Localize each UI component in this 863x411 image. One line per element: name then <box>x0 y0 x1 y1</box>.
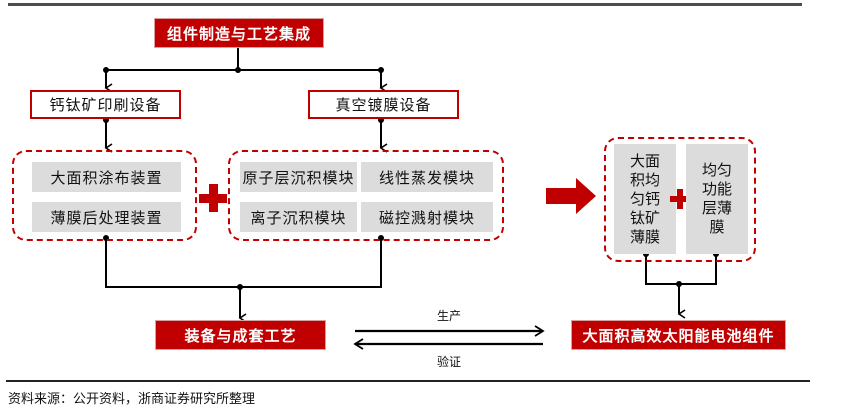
perovskite-film-box: 大面积均匀钙钛矿薄膜 <box>614 144 676 254</box>
module-item: 线性蒸发模块 <box>361 162 493 192</box>
equipment-process-box: 装备与成套工艺 <box>155 320 326 350</box>
bottom-rule <box>6 380 810 382</box>
merge-line <box>105 238 382 288</box>
printing-equipment-box: 钙钛矿印刷设备 <box>30 90 181 119</box>
module-label: 磁控溅射模块 <box>378 208 475 227</box>
module-item: 离子沉积模块 <box>240 202 357 232</box>
module-item: 大面积涂布装置 <box>32 162 181 192</box>
module-label: 大面积涂布装置 <box>50 168 163 187</box>
module-item: 磁控溅射模块 <box>361 202 493 232</box>
plus-icon <box>199 184 227 212</box>
top-rule <box>8 3 802 6</box>
vacuum-equipment-box: 真空镀膜设备 <box>308 90 459 119</box>
title-text: 组件制造与工艺集成 <box>166 24 311 43</box>
solar-module-label: 大面积高效太阳能电池组件 <box>582 326 775 345</box>
printing-group <box>12 150 197 241</box>
right-arrow-icon <box>546 178 596 214</box>
perovskite-film-label: 大面积均匀钙钛矿薄膜 <box>629 151 660 246</box>
solar-module-box: 大面积高效太阳能电池组件 <box>571 320 786 350</box>
junction-dot <box>235 67 241 73</box>
title-box: 组件制造与工艺集成 <box>154 18 324 48</box>
functional-film-box: 均匀功能层薄膜 <box>686 144 748 254</box>
module-label: 离子沉积模块 <box>250 208 347 227</box>
produce-label: 生产 <box>437 309 462 323</box>
vacuum-equipment-label: 真空镀膜设备 <box>335 96 432 114</box>
validate-label: 验证 <box>437 355 462 369</box>
vacuum-group <box>228 150 504 241</box>
module-item: 薄膜后处理装置 <box>32 202 181 232</box>
module-label: 线性蒸发模块 <box>378 168 475 187</box>
printing-equipment-label: 钙钛矿印刷设备 <box>49 96 162 114</box>
film-group <box>604 137 756 262</box>
plus-icon <box>670 189 690 209</box>
module-item: 原子层沉积模块 <box>240 162 357 192</box>
equipment-process-label: 装备与成套工艺 <box>184 326 297 345</box>
module-label: 薄膜后处理装置 <box>50 208 163 227</box>
functional-film-label: 均匀功能层薄膜 <box>701 161 732 236</box>
source-note: 资料来源：公开资料，浙商证券研究所整理 <box>8 392 256 407</box>
module-label: 原子层沉积模块 <box>242 168 355 187</box>
